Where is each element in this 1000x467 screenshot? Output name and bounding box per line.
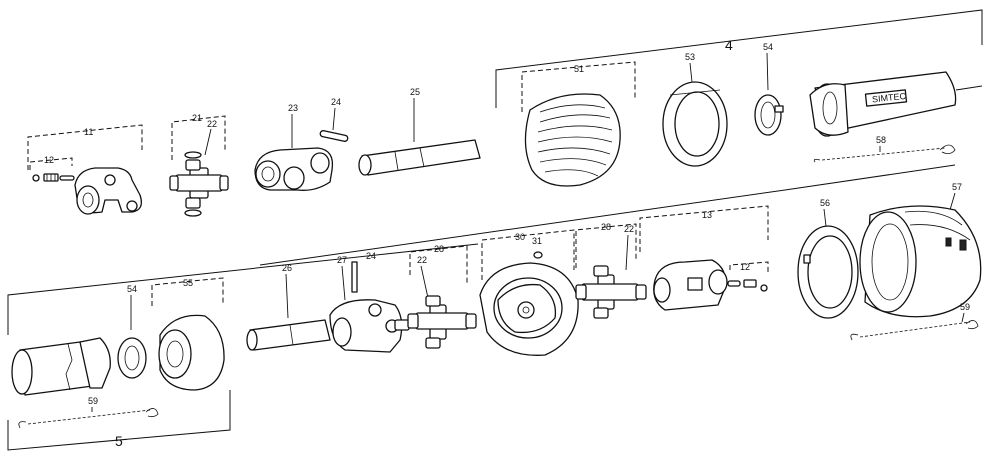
- callout-59-left: 59: [88, 396, 98, 406]
- inner-guard-tube-bottom: [11, 337, 111, 396]
- grease-nipple-12-bottom: [727, 279, 768, 292]
- callout-11: 11: [84, 127, 93, 137]
- yoke-13: [653, 259, 728, 311]
- profile-tube-26: [246, 319, 331, 351]
- clamp-ring-54-top: [754, 94, 784, 136]
- callout-31: 31: [532, 236, 542, 246]
- safety-chain-58: [813, 144, 956, 163]
- callout-59-right: 59: [960, 302, 970, 312]
- bracket-28-right: [575, 223, 637, 268]
- callout-53: 53: [685, 52, 695, 62]
- callout-5: 5: [115, 433, 123, 449]
- callout-27: 27: [337, 255, 347, 265]
- bearing-hub-55: [158, 314, 225, 391]
- callout-28-left: 28: [434, 244, 444, 254]
- row-divider-line: [259, 189, 786, 266]
- cross-journal-28-left: [407, 295, 477, 349]
- bracket-55: [151, 277, 224, 306]
- callout-12-top: 12: [44, 155, 54, 165]
- grease-nipple-12-top: [32, 173, 75, 182]
- callout-56: 56: [820, 198, 830, 208]
- tube-marking: SIMTEC: [872, 91, 907, 105]
- bracket-30: [481, 229, 575, 280]
- group-5-bracket: [7, 243, 479, 451]
- cross-journal-28-right: [575, 265, 647, 319]
- bracket-11: [27, 124, 143, 170]
- clamp-ring-54-bottom: [117, 337, 147, 379]
- callout-22-top: 22: [207, 119, 217, 129]
- callout-54-top: 54: [763, 42, 773, 52]
- callout-55: 55: [183, 278, 193, 288]
- callout-28-right: 28: [601, 222, 611, 232]
- bracket-12-bottom: [729, 261, 769, 272]
- protective-bellows-51: [524, 93, 621, 187]
- callout-57: 57: [952, 182, 962, 192]
- callout-24-top: 24: [331, 97, 341, 107]
- outer-guard-tube-top: SIMTEC: [809, 71, 957, 137]
- bearing-ring-53: [662, 81, 728, 167]
- inner-yoke-27: [329, 299, 410, 353]
- pin-24-bottom: [351, 261, 358, 293]
- cross-journal-21: [169, 151, 229, 217]
- callout-24-bottom: 24: [366, 251, 376, 261]
- bracket-21: [171, 115, 226, 160]
- bracket-28-left: [409, 245, 468, 285]
- bracket-13: [639, 205, 769, 252]
- callout-22-left: 22: [417, 255, 427, 265]
- callout-51: 51: [574, 64, 584, 74]
- callout-54-bottom: 54: [127, 284, 137, 294]
- safety-chain-59-left: [18, 408, 159, 429]
- callout-58: 58: [876, 135, 886, 145]
- yoke-23: [254, 147, 334, 191]
- callout-21: 21: [192, 113, 202, 123]
- profile-tube-25: [358, 139, 481, 176]
- callout-13: 13: [702, 210, 712, 220]
- bracket-51: [521, 61, 636, 112]
- center-housing-30: [479, 262, 579, 356]
- callout-12-bottom: 12: [740, 262, 750, 272]
- callout-26: 26: [282, 263, 292, 273]
- callout-23: 23: [288, 103, 298, 113]
- guard-cone-57: [859, 205, 982, 318]
- safety-chain-59-right: [850, 320, 979, 341]
- callout-4: 4: [725, 37, 733, 53]
- callout-22-right: 22: [624, 224, 634, 234]
- group-4-bracket: [495, 9, 983, 108]
- yoke-11: [74, 167, 143, 215]
- row-divider-line-right: [784, 164, 956, 191]
- bracket-12-top: [29, 157, 73, 170]
- grease-nipple-31: [533, 251, 543, 259]
- callout-30: 30: [515, 232, 525, 242]
- bearing-ring-56: [797, 225, 859, 319]
- callout-25: 25: [410, 87, 420, 97]
- pin-24-top: [319, 130, 349, 142]
